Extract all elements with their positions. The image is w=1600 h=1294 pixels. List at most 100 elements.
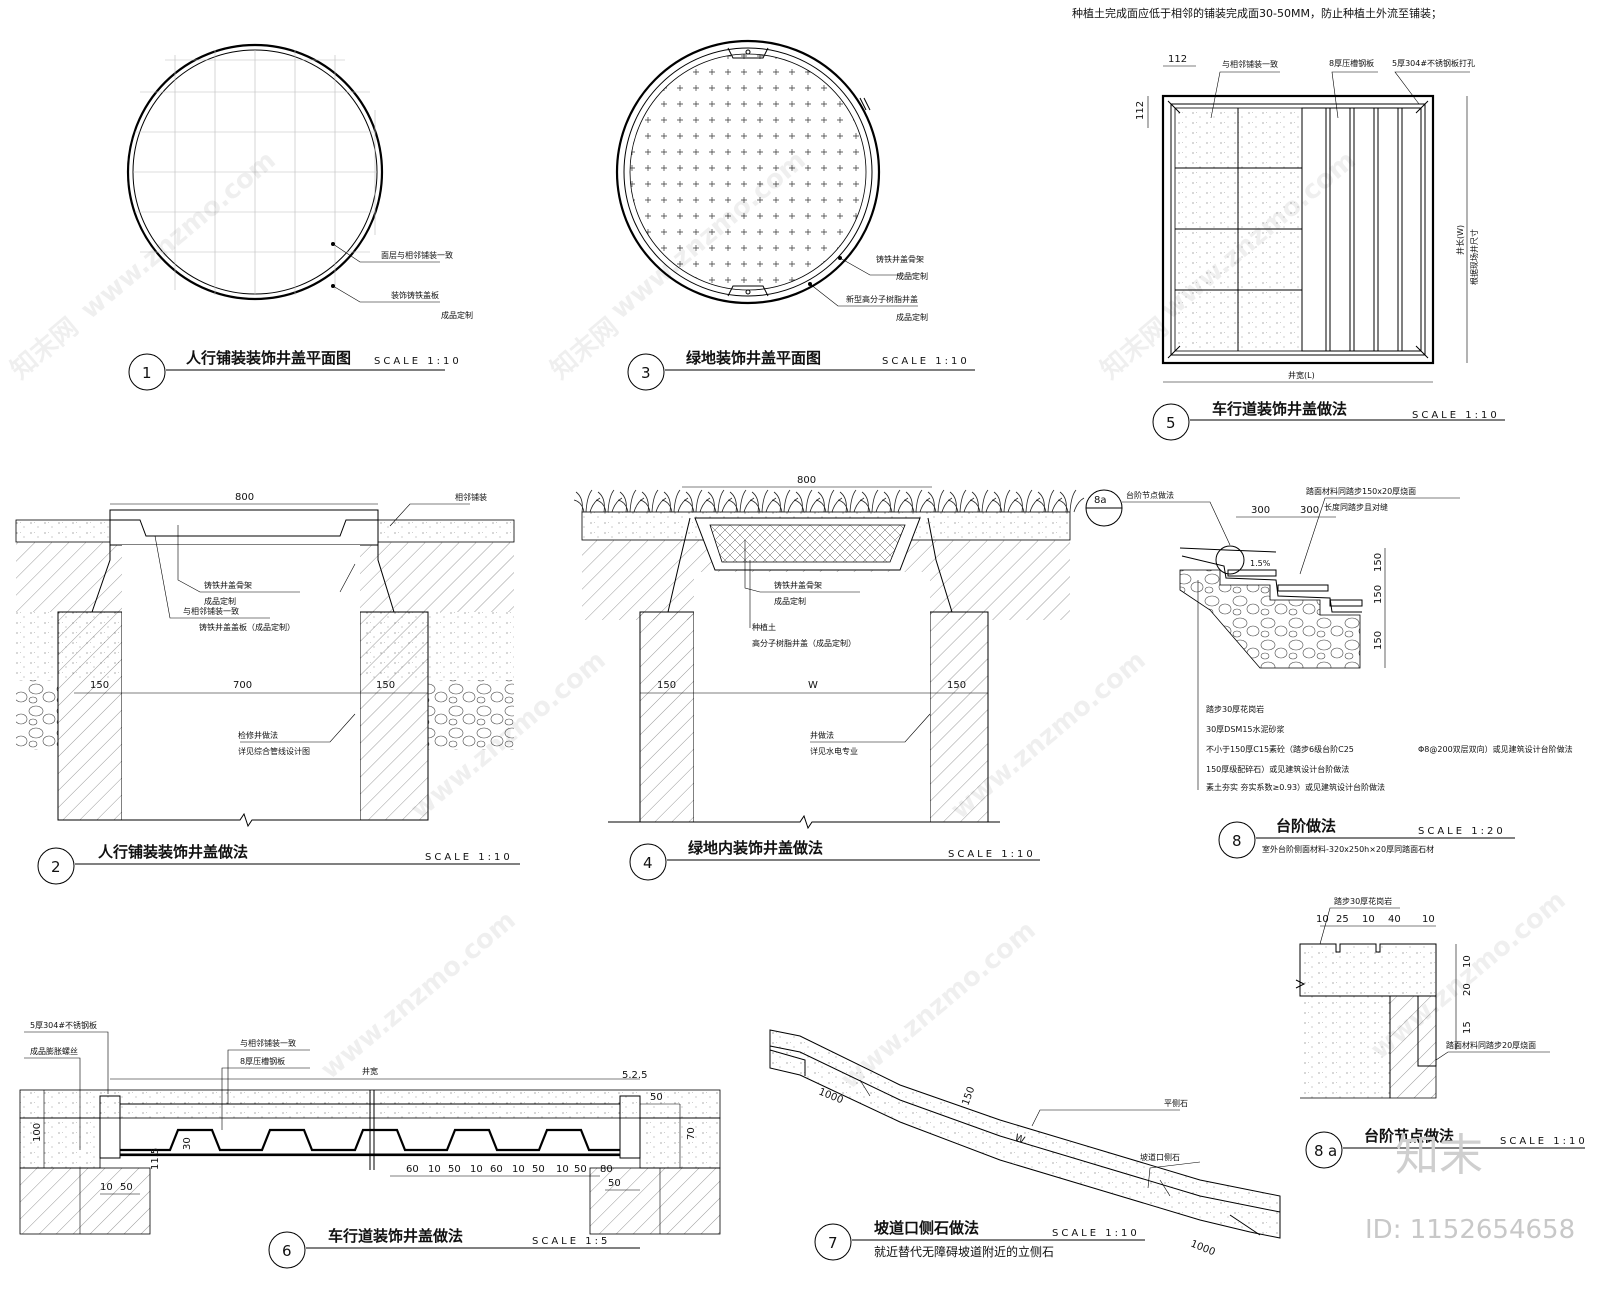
wm-site-6: www.znzmo.com (835, 915, 1041, 1095)
d5-scale: SCALE 1:10 (1412, 410, 1500, 421)
d2-dim-150b: 150 (376, 680, 395, 691)
d6-scale: SCALE 1:5 (532, 1236, 610, 1247)
d4-dim-150b: 150 (947, 680, 966, 691)
d6-note-2: 成品膨胀螺丝 (30, 1046, 78, 1056)
d8-note-4: 30厚DSM15水泥砂浆 (1206, 724, 1285, 734)
d1-scale: SCALE 1:10 (374, 356, 462, 367)
d8-dim-150a: 150 (1373, 553, 1384, 572)
d4-note-2: 成品定制 (774, 596, 806, 606)
d8-dim-300b: 300 (1300, 505, 1319, 516)
d5-dim-length: 井长(W) (1455, 225, 1465, 255)
grass-tuft (771, 489, 799, 513)
d7-subtitle: 就近替代无障碍坡道附近的立侧石 (874, 1244, 1054, 1259)
d6-dim-11-5: 11.5 (150, 1148, 161, 1170)
d4-dim-150a: 150 (657, 680, 676, 691)
d8-note-1: 踏面材料同踏步150x20厚烧面 (1306, 486, 1416, 496)
d2-note-6: 详见综合管线设计图 (238, 746, 310, 756)
d8-dim-150b: 150 (1373, 585, 1384, 604)
d6-dim-10: 10 (100, 1182, 113, 1193)
d6-dim-well: 井宽 (362, 1066, 378, 1076)
d6-note-3: 与相邻铺装一致 (240, 1038, 296, 1048)
d6-dim-10c: 10 (512, 1164, 525, 1175)
d8a-dim-10b: 10 (1362, 914, 1375, 925)
logo-text: 知末 (1395, 1130, 1483, 1181)
d8a-dim-15v: 15 (1462, 1021, 1473, 1034)
d6-dim-30: 30 (182, 1137, 193, 1150)
d8-dim-slope: 1.5% (1250, 559, 1271, 568)
d3-note-2: 成品定制 (896, 271, 928, 281)
d4-scale: SCALE 1:10 (948, 849, 1036, 860)
d5-note-1: 与相邻铺装一致 (1222, 59, 1278, 69)
d1-note-1: 面层与相邻铺装一致 (381, 250, 453, 260)
d6-dim-70: 70 (686, 1127, 697, 1140)
d5-dim-112-left: 112 (1135, 101, 1146, 120)
d8-subtitle: 室外台阶侧面材料-320x250h×20厚同踏面石材 (1262, 844, 1434, 854)
grass-tuft (793, 489, 821, 513)
d8-title: 台阶做法 (1276, 817, 1336, 835)
d3-title: 绿地装饰井盖平面图 (686, 349, 821, 367)
d1-note-3: 成品定制 (441, 310, 473, 320)
d1-note-2: 装饰铸铁盖板 (391, 290, 439, 300)
d3-scale: SCALE 1:10 (882, 356, 970, 367)
d6-dim-10b: 10 (470, 1164, 483, 1175)
d5-note-site: 根据现场井尺寸 (1469, 229, 1479, 285)
d4-dim-W: W (808, 680, 818, 691)
wm-brand-2: 知末网 (545, 312, 624, 385)
d4-dim-800: 800 (797, 475, 816, 486)
d6-title: 车行道装饰井盖做法 (328, 1227, 463, 1245)
d4-note-5: 井做法 (810, 730, 834, 740)
grass-tuft (1013, 489, 1041, 513)
d8a-dim-25: 25 (1336, 914, 1349, 925)
d7-scale: SCALE 1:10 (1052, 1228, 1140, 1239)
grass-tuft (749, 489, 777, 513)
grass-tuft (991, 489, 1019, 513)
d4-note-1: 铸铁井盖骨架 (774, 580, 822, 590)
grass-tuft (903, 489, 931, 513)
logo-id: ID: 1152654658 (1365, 1215, 1575, 1245)
d1-title: 人行铺装装饰井盖平面图 (186, 349, 351, 367)
d6-note-4: 8厚压槽钢板 (240, 1056, 285, 1066)
grass-tuft (705, 489, 733, 513)
d7-dim-1000b: 1000 (1189, 1239, 1217, 1259)
d6-dim-80: 80 (600, 1164, 613, 1175)
d8a-dim-10v: 10 (1462, 955, 1473, 968)
detail-7-ramp: 1000 150 W 1000 平侧石 坡道口侧石 7 坡道口侧石做法 SCAL… (769, 1029, 1281, 1261)
grass-tuft (683, 489, 711, 513)
grass-tuft (639, 489, 667, 513)
d2-note-4: 铸铁井盖盖板（成品定制） (199, 622, 295, 632)
d8-note-2: 长度同踏步且对缝 (1324, 502, 1388, 512)
d7-title: 坡道口侧石做法 (874, 1219, 979, 1237)
grass-tuft (837, 489, 865, 513)
d6-dim-60a: 60 (406, 1164, 419, 1175)
detail-6-section: 井宽 100 10 50 60 10 50 10 60 10 50 10 50 … (19, 1020, 721, 1269)
d2-dim-700: 700 (233, 680, 252, 691)
d5-dim-112-top: 112 (1168, 54, 1187, 65)
d6-number: 6 (282, 1242, 292, 1260)
d6-dim-50d: 50 (608, 1178, 621, 1189)
d2-dim-800: 800 (235, 492, 254, 503)
d2-dim-150a: 150 (90, 680, 109, 691)
grass-tuft (881, 489, 909, 513)
wm-site-7: www.znzmo.com (315, 905, 521, 1085)
detail-4-section: 800 150 W 150 铸铁井盖骨架 成品定制 种植土 高分子树脂井盖（成品… (573, 475, 1085, 881)
d4-note-4: 高分子树脂井盖（成品定制） (752, 638, 856, 648)
d8a-note-1: 踏步30厚花岗岩 (1334, 896, 1392, 906)
grass-tuft (595, 489, 623, 513)
d7-number: 7 (828, 1234, 838, 1252)
d6-dim-10a: 10 (428, 1164, 441, 1175)
d5-note-3: 5厚304#不锈钢板打孔 (1392, 58, 1475, 68)
d6-dim-50a: 50 (448, 1164, 461, 1175)
grass-tuft (1035, 489, 1063, 513)
grass-tuft (947, 489, 975, 513)
d8-dim-150c: 150 (1373, 631, 1384, 650)
d2-note-5: 检修井做法 (238, 730, 278, 740)
grass-tuft (573, 489, 601, 513)
d6-dim-50e: 50 (650, 1092, 663, 1103)
wm-brand-1: 知末网 (5, 312, 84, 385)
d3-note-1: 铸铁井盖骨架 (876, 254, 924, 264)
top-note: 种植土完成面应低于相邻的铺装完成面30-50MM，防止种植土外流至铺装； (1072, 6, 1442, 20)
d2-number: 2 (51, 858, 61, 876)
grass-tuft (1057, 489, 1085, 513)
grass-tufts (573, 489, 1085, 513)
d5-note-2: 8厚压槽钢板 (1329, 58, 1374, 68)
